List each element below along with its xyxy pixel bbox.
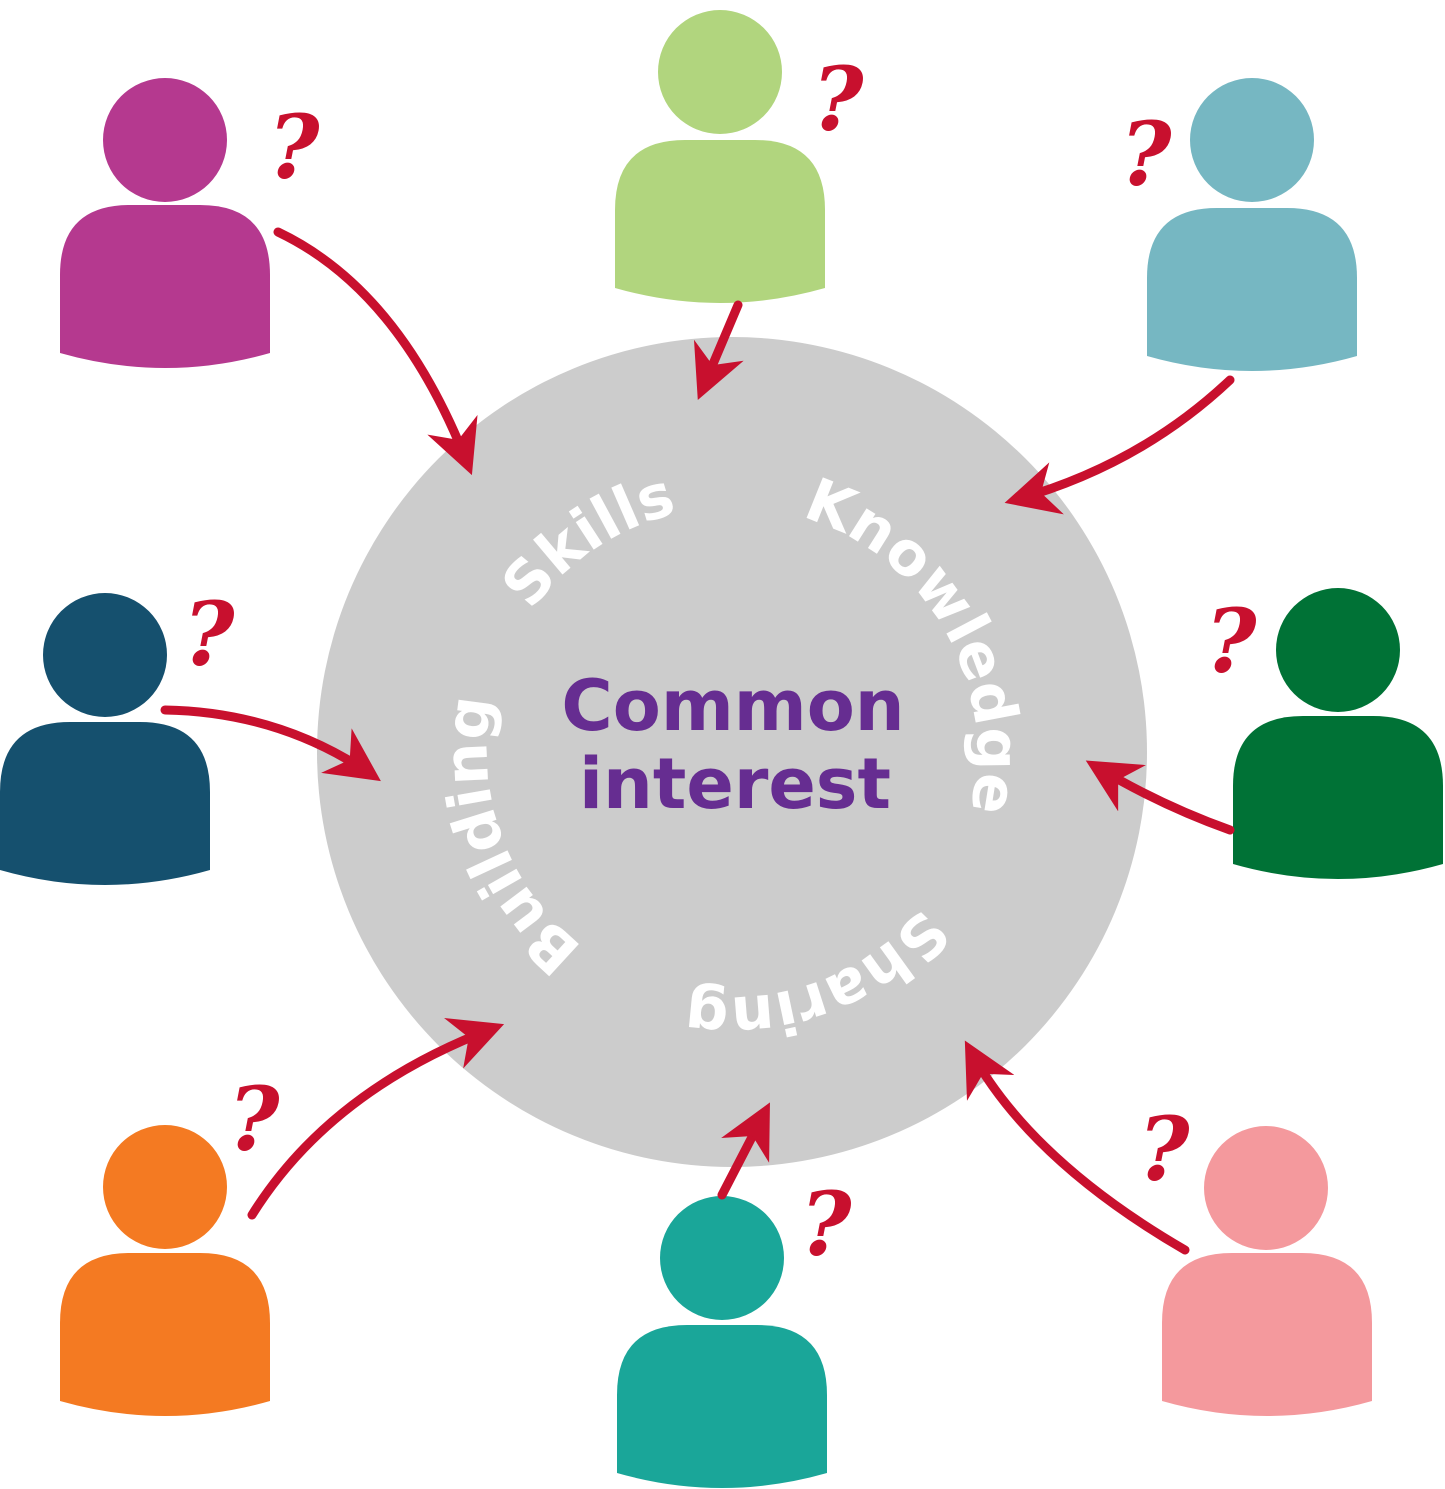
person-body-icon	[1147, 208, 1357, 371]
center-title-line2: interest	[579, 743, 891, 825]
person-head-icon	[660, 1196, 784, 1320]
common-interest-circle	[317, 337, 1147, 1167]
person-body-icon	[615, 140, 825, 303]
arrow-dark-blue	[160, 705, 381, 782]
question-mark-icon: ?	[812, 47, 865, 151]
person-body-icon	[0, 722, 210, 885]
question-mark-icon: ?	[228, 1067, 281, 1171]
arrow-light-blue	[1004, 375, 1235, 515]
question-mark-icon: ?	[183, 582, 236, 686]
person-head-icon	[103, 1125, 227, 1249]
question-mark-icon: ?	[1120, 102, 1173, 206]
person-head-icon	[1276, 588, 1400, 712]
person-body-icon	[617, 1325, 827, 1488]
person-dark-green	[1233, 588, 1443, 879]
person-head-icon	[1190, 78, 1314, 202]
arrow-orange	[247, 1018, 505, 1220]
person-body-icon	[60, 205, 270, 368]
arrow-pink	[964, 1040, 1190, 1255]
arrow-teal	[717, 1102, 770, 1200]
question-mark-icon: ?	[1138, 1097, 1191, 1201]
question-mark-icon: ?	[1205, 589, 1258, 693]
person-head-icon	[1204, 1126, 1328, 1250]
person-magenta	[60, 78, 270, 368]
person-body-icon	[60, 1253, 270, 1416]
person-light-blue	[1147, 78, 1357, 371]
person-body-icon	[1233, 716, 1443, 879]
person-body-icon	[1162, 1253, 1372, 1416]
arrows	[160, 227, 1235, 1255]
arrow-magenta	[273, 227, 478, 476]
question-mark-icon: ?	[800, 1172, 853, 1276]
person-orange	[60, 1125, 270, 1416]
person-head-icon	[658, 10, 782, 134]
question-mark-icon: ?	[268, 95, 321, 199]
arrow-dark-green	[1085, 760, 1235, 835]
person-head-icon	[103, 78, 227, 202]
person-pink	[1162, 1126, 1372, 1416]
arrow-light-green	[693, 300, 744, 400]
person-light-green	[615, 10, 825, 303]
person-dark-blue	[0, 593, 210, 885]
person-teal	[617, 1196, 827, 1488]
person-head-icon	[43, 593, 167, 717]
center-title-line1: Common	[561, 665, 904, 747]
